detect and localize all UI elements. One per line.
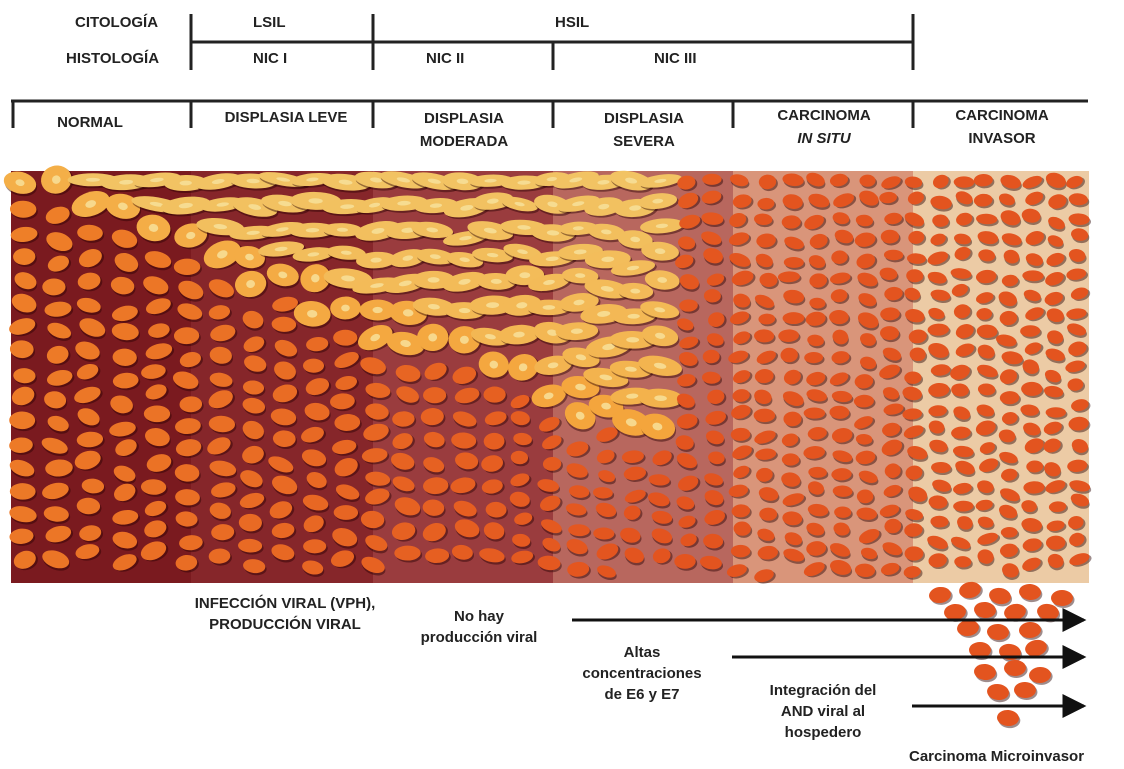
invasive-cell	[1004, 660, 1028, 679]
stage-moderate-dysplasia: DISPLASIA MODERADA	[380, 107, 548, 153]
note-line: No hay	[404, 606, 554, 627]
stage-line2: INVASOR	[918, 127, 1086, 150]
integration-note: Integración del AND viral al hospedero	[748, 680, 898, 743]
stage-normal: NORMAL	[20, 111, 160, 134]
invasive-cell	[956, 618, 982, 639]
stage-carcinoma-in-situ: CARCINOMA IN SITU	[740, 104, 908, 150]
note-line: de E6 y E7	[564, 684, 720, 705]
invasive-cell	[986, 683, 1012, 704]
invasive-cell	[1018, 583, 1043, 603]
cytology-label: CITOLOGÍA	[75, 14, 158, 31]
invasive-cell	[1028, 666, 1053, 686]
lsil-label: LSIL	[253, 14, 286, 31]
stage-line2: IN SITU	[740, 127, 908, 150]
invasive-cell	[998, 642, 1024, 663]
invasive-cell	[1051, 590, 1075, 608]
stage-line1: DISPLASIA	[380, 107, 548, 130]
classification-brackets	[191, 14, 913, 70]
invasive-cell	[1014, 682, 1038, 701]
stage-line1: DISPLASIA LEVE	[200, 106, 372, 129]
note-line: INFECCIÓN VIRAL (VPH),	[178, 593, 392, 614]
note-line: Integración del	[748, 680, 898, 701]
nic3-label: NIC III	[654, 50, 697, 67]
stage-severe-dysplasia: DISPLASIA SEVERA	[560, 107, 728, 153]
stage-line2: SEVERA	[560, 130, 728, 153]
hsil-label: HSIL	[555, 14, 589, 31]
stage-invasive-carcinoma: CARCINOMA INVASOR	[918, 104, 1086, 150]
invasive-cell	[1019, 621, 1044, 640]
stage-line1: CARCINOMA	[918, 104, 1086, 127]
stage-line2: MODERADA	[380, 130, 548, 153]
stage-mild-dysplasia: DISPLASIA LEVE	[200, 106, 372, 129]
nic1-label: NIC I	[253, 50, 287, 67]
invasive-cell	[996, 709, 1021, 729]
note-line: PRODUCCIÓN VIRAL	[178, 614, 392, 635]
note-line: AND viral al	[748, 701, 898, 722]
viral-infection-note: INFECCIÓN VIRAL (VPH), PRODUCCIÓN VIRAL	[178, 593, 392, 635]
stage-line1: NORMAL	[20, 111, 160, 134]
note-line: Altas	[564, 642, 720, 663]
no-production-note: No hay producción viral	[404, 606, 554, 648]
stage-line1: CARCINOMA	[740, 104, 908, 127]
stage-line1: DISPLASIA	[560, 107, 728, 130]
note-line: producción viral	[404, 627, 554, 648]
note-line: concentraciones	[564, 663, 720, 684]
invasive-cell	[973, 663, 998, 683]
invasive-cell	[928, 586, 954, 607]
histology-label: HISTOLOGÍA	[66, 50, 159, 67]
nic2-label: NIC II	[426, 50, 464, 67]
invasive-cell	[986, 623, 1010, 642]
e6-e7-note: Altas concentraciones de E6 y E7	[564, 642, 720, 705]
microinvasive-label: Carcinoma Microinvasor	[909, 748, 1084, 765]
note-line: hospedero	[748, 722, 898, 743]
